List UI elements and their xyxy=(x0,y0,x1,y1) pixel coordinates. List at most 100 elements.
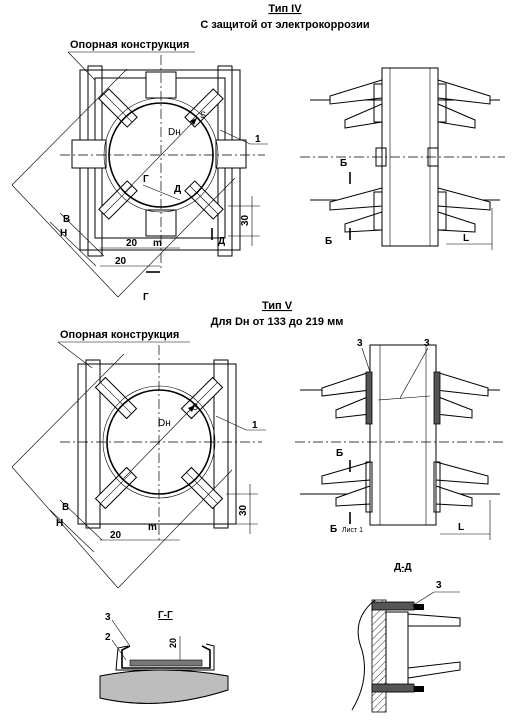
dim-h-label: Н xyxy=(56,518,63,529)
dim-30-label: 30 xyxy=(240,214,251,226)
bottom-gasket xyxy=(371,683,415,693)
dim-l-label: L xyxy=(463,233,469,244)
arrow-head xyxy=(188,405,195,412)
section-dd: Д-Д 3 xyxy=(351,562,461,713)
side-b-top: Б xyxy=(336,448,343,459)
dim-l-label: L xyxy=(458,522,464,533)
clamp-band xyxy=(437,83,447,123)
label-3: 3 xyxy=(105,612,111,623)
section-mark-g: Г xyxy=(143,174,149,185)
fin-bottom xyxy=(407,661,461,679)
dim-line-b xyxy=(59,499,103,541)
dim-20a-label: 20 xyxy=(126,238,138,249)
callout-1: 1 xyxy=(252,420,258,431)
side-b-bottom: Б xyxy=(325,236,332,247)
arrow-head xyxy=(190,118,197,125)
pipe-diameter-label: Dн xyxy=(158,418,171,429)
clamp-band xyxy=(433,461,441,513)
cut-mark-d: Д xyxy=(218,236,225,247)
side-b-top: Б xyxy=(340,158,347,169)
gasket-profile xyxy=(115,643,215,671)
label-3: 3 xyxy=(436,580,442,591)
leader-line xyxy=(215,415,247,431)
fin xyxy=(344,103,383,129)
fin-ne xyxy=(184,88,224,128)
flange-body xyxy=(385,611,409,693)
dim-20b-label: 20 xyxy=(115,256,127,267)
dim-line-diag xyxy=(117,177,236,298)
clamp-band xyxy=(373,191,383,231)
fin-se xyxy=(184,180,224,220)
dim-20-label: 20 xyxy=(168,638,178,648)
dim-line-h xyxy=(49,221,97,267)
diameter-line xyxy=(124,117,198,193)
dim-line-b xyxy=(59,212,105,257)
dim-b-label: В xyxy=(63,214,70,225)
dim-line-diag xyxy=(11,353,125,468)
dim-m-label: m xyxy=(153,238,162,249)
dim-30-label: 30 xyxy=(238,504,249,516)
callout-1: 1 xyxy=(255,134,261,145)
wall-thickness-label: S xyxy=(200,110,206,120)
support-frame xyxy=(77,363,237,525)
fin-nw xyxy=(98,88,138,128)
type5-header: Тип V Для Dн от 133 до 219 мм xyxy=(211,300,344,328)
type4-front-view: Опорная конструкция xyxy=(11,39,268,303)
support-post-right xyxy=(213,359,229,529)
dim-line-diag xyxy=(11,466,119,589)
pad-left xyxy=(71,139,107,169)
dim-h-label: Н xyxy=(60,228,67,239)
dim-line-diag xyxy=(117,469,233,589)
dim-line-diag xyxy=(11,184,119,298)
pipe-side-body xyxy=(369,344,437,526)
pipe-wall-outline xyxy=(99,669,229,704)
section-gg-title: Г-Г xyxy=(158,610,173,621)
bolt-head xyxy=(414,604,424,610)
top-gasket xyxy=(371,601,415,611)
type5-side-view: 3 3 Б Б Лист 1 L xyxy=(295,338,505,540)
clamp-band xyxy=(437,191,447,231)
dim-20-label: 20 xyxy=(110,530,122,541)
type4-support-label: Опорная конструкция xyxy=(70,39,189,51)
cut-mark-g: Г xyxy=(143,292,149,303)
pipe-diameter-label: Dн xyxy=(168,127,181,138)
sheet-ref: Лист 1 xyxy=(342,527,363,534)
label-2: 2 xyxy=(105,632,111,643)
fin-se xyxy=(180,466,224,510)
dim-line-h xyxy=(49,509,95,553)
fin-sw xyxy=(94,466,138,510)
diameter-line xyxy=(122,404,196,480)
fin xyxy=(437,103,476,129)
type5-front-view: Опорная конструкция Dн S 1 xyxy=(11,329,266,589)
wall-thickness-label: S xyxy=(192,402,198,412)
support-post-left xyxy=(85,359,101,529)
type4-side-view: Б Б L xyxy=(300,67,505,250)
leader-line xyxy=(219,129,251,145)
pad-right xyxy=(215,139,247,169)
type5-subtitle: Для Dн от 133 до 219 мм xyxy=(211,316,344,328)
fin-nw xyxy=(94,376,138,420)
type4-title: Тип IV xyxy=(268,3,302,15)
pipe-wall-section xyxy=(99,669,229,704)
section-gg: Г-Г 20 3 2 xyxy=(99,610,229,704)
fin xyxy=(437,211,476,233)
bolt-head xyxy=(414,686,424,692)
gasket-strip xyxy=(129,659,203,667)
clamp-band xyxy=(373,83,383,123)
fin-sw xyxy=(98,180,138,220)
clamp-profile xyxy=(121,645,211,669)
leader-line xyxy=(67,51,96,81)
leader-line xyxy=(142,184,181,201)
fin-top xyxy=(407,613,461,627)
dim-line-diag xyxy=(11,68,128,186)
side-b-bottom: Б xyxy=(330,524,337,535)
dim-b-label: В xyxy=(62,502,69,513)
insulating-gasket xyxy=(365,371,373,425)
pipe-wall-section xyxy=(371,599,387,713)
insulating-gasket xyxy=(433,371,441,425)
type4-subtitle: С защитой от электрокоррозии xyxy=(200,19,369,31)
dim-m-label: m xyxy=(148,522,157,533)
type4-header: Тип IV С защитой от электрокоррозии xyxy=(200,3,369,31)
section-mark-d: Д xyxy=(174,184,181,195)
